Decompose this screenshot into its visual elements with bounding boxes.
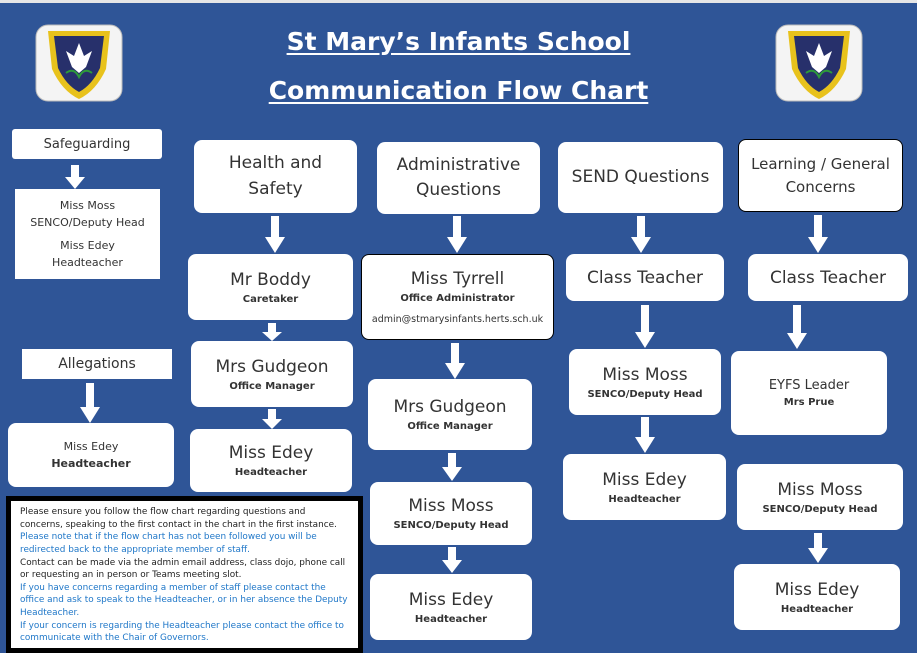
send-questions-header: SEND Questions [558, 142, 723, 213]
contact-name: Miss Moss [408, 496, 494, 516]
note-text-highlight: If your concern is regarding the Headtea… [20, 620, 344, 644]
contact-name: Mrs Gudgeon [393, 397, 507, 417]
note-text-highlight: If you have concerns regarding a member … [20, 582, 348, 619]
contact-name: Miss Edey [228, 443, 314, 463]
header-label: Administrative Questions [396, 154, 521, 201]
contact-role: Headteacher [780, 603, 854, 615]
learning-step-1: Class Teacher [748, 254, 908, 301]
contact-name: Mrs Gudgeon [215, 356, 329, 377]
contact-name: Class Teacher [769, 267, 887, 288]
school-title: St Mary’s Infants School [286, 27, 631, 56]
school-crest-logo-right [775, 24, 863, 102]
down-arrow-icon [808, 533, 828, 563]
contact-role: Office Manager [229, 380, 315, 392]
health-safety-header: Health and Safety [194, 140, 357, 213]
down-arrow-icon [262, 323, 282, 341]
down-arrow-icon [262, 409, 282, 429]
down-arrow-icon [631, 216, 651, 253]
down-arrow-icon [445, 343, 465, 379]
contact-name: Mr Boddy [230, 269, 311, 290]
guidance-note: Please ensure you follow the flow chart … [6, 496, 363, 653]
contact-name: Miss Edey [60, 239, 115, 252]
contact-role: Headteacher [51, 457, 131, 470]
allegations-contact: Miss Edey Headteacher [8, 423, 174, 487]
contact-name: Miss Edey [63, 439, 119, 453]
admin-questions-header: Administrative Questions [377, 142, 540, 214]
contact-role: SENCO/Deputy Head [30, 215, 145, 229]
contact-role: SENCO/Deputy Head [393, 520, 509, 531]
down-arrow-icon [65, 165, 85, 189]
down-arrow-icon [265, 216, 285, 253]
note-text: Please ensure you follow the flow chart … [20, 507, 337, 530]
note-text-highlight: Please note that if the flow chart has n… [20, 532, 317, 555]
down-arrow-icon [80, 383, 100, 423]
contact-role: Headteacher [414, 613, 488, 625]
contact-role: Headteacher [52, 256, 123, 270]
admin-email[interactable]: admin@stmarysinfants.herts.sch.uk [371, 314, 544, 325]
contact-name: Class Teacher [586, 267, 704, 288]
contact-role: Office Manager [407, 421, 493, 432]
down-arrow-icon [635, 417, 655, 453]
down-arrow-icon [447, 216, 467, 253]
chart-title: Communication Flow Chart [268, 76, 649, 105]
learning-concerns-header: Learning / General Concerns [738, 139, 903, 212]
contact-name: EYFS Leader [768, 378, 850, 393]
contact-role: SENCO/Deputy Head [587, 388, 703, 400]
contact-role: Caretaker [242, 293, 299, 305]
contact-name: Miss Moss [777, 479, 863, 500]
contact-role: Headteacher [234, 467, 308, 478]
safeguarding-header: Safeguarding [12, 129, 162, 159]
admin-step-1: Miss Tyrrell Office Administrator admin@… [361, 254, 554, 340]
header-label: Learning / General Concerns [751, 155, 890, 196]
down-arrow-icon [442, 547, 462, 573]
contact-name: Miss Edey [774, 579, 860, 600]
flow-arrows [65, 165, 828, 573]
contact-role: SENCO/Deputy Head [762, 503, 878, 515]
contact-name: Miss Tyrrell [410, 269, 505, 289]
safeguarding-contacts: Miss Moss SENCO/Deputy Head Miss Edey He… [15, 189, 160, 279]
note-text: Contact can be made via the admin email … [20, 557, 346, 581]
down-arrow-icon [442, 453, 462, 481]
contact-name: Miss Edey [602, 469, 687, 490]
down-arrow-icon [787, 305, 807, 349]
school-crest-logo-left [35, 24, 123, 102]
contact-role: Headteacher [608, 493, 681, 505]
down-arrow-icon [808, 215, 828, 253]
contact-name: Miss Edey [408, 589, 494, 610]
header-label: Health and Safety [228, 153, 323, 199]
contact-role: Mrs Prue [783, 397, 835, 408]
contact-name: Miss Moss [602, 364, 688, 385]
send-step-1: Class Teacher [566, 254, 724, 301]
contact-name: Miss Moss [59, 198, 116, 212]
contact-role: Office Administrator [400, 293, 515, 304]
allegations-header: Allegations [22, 349, 172, 379]
down-arrow-icon [635, 305, 655, 348]
